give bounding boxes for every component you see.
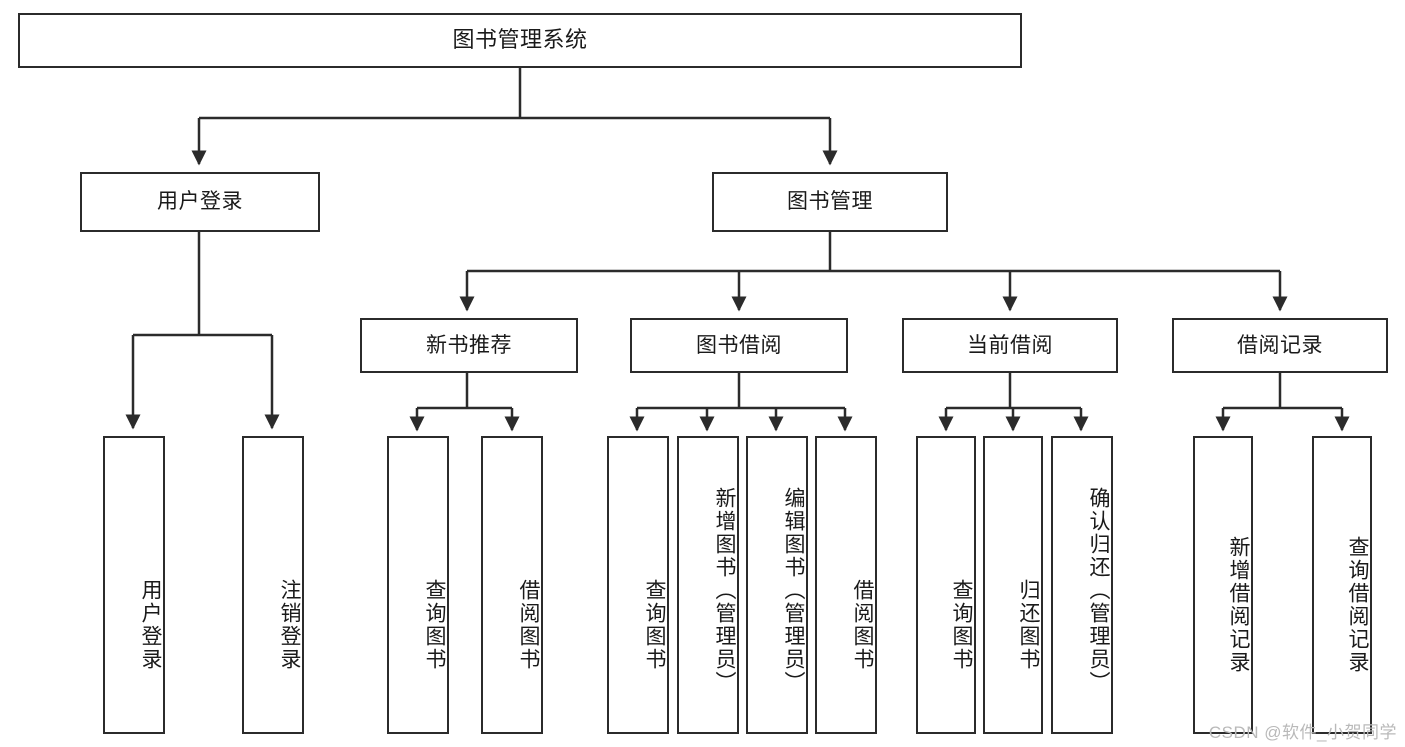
leaf-borrow-borrow-book[interactable]: 借阅图书 (815, 436, 877, 734)
node-root-label: 图书管理系统 (452, 27, 588, 53)
leaf-recommend-borrow-book-label: 借阅图书 (517, 579, 540, 671)
leaf-current-query-book[interactable]: 查询图书 (916, 436, 976, 734)
node-current-borrow[interactable]: 当前借阅 (902, 318, 1118, 373)
leaf-recommend-query-book-label: 查询图书 (423, 579, 446, 671)
node-current-borrow-label: 当前借阅 (967, 333, 1053, 357)
leaf-recommend-query-book[interactable]: 查询图书 (387, 436, 449, 734)
leaf-confirm-return-admin-label: 确认归还（管理员） (1087, 486, 1110, 694)
leaf-confirm-return-admin[interactable]: 确认归还（管理员） (1051, 436, 1113, 734)
leaf-query-borrow-record-label: 查询借阅记录 (1346, 536, 1369, 674)
node-book-management-label: 图书管理 (787, 190, 873, 214)
node-new-book-recommend-label: 新书推荐 (426, 333, 512, 357)
leaf-logout-label: 注销登录 (278, 579, 301, 671)
leaf-logout[interactable]: 注销登录 (242, 436, 304, 734)
node-book-borrow-label: 图书借阅 (696, 333, 782, 357)
leaf-return-book[interactable]: 归还图书 (983, 436, 1043, 734)
leaf-return-book-label: 归还图书 (1017, 579, 1040, 671)
leaf-recommend-borrow-book[interactable]: 借阅图书 (481, 436, 543, 734)
node-book-borrow[interactable]: 图书借阅 (630, 318, 848, 373)
node-borrow-record-label: 借阅记录 (1237, 333, 1323, 357)
node-user-login[interactable]: 用户登录 (80, 172, 320, 232)
leaf-add-book-admin-label: 新增图书（管理员） (713, 486, 736, 694)
leaf-query-borrow-record[interactable]: 查询借阅记录 (1312, 436, 1372, 734)
node-new-book-recommend[interactable]: 新书推荐 (360, 318, 578, 373)
leaf-edit-book-admin-label: 编辑图书（管理员） (782, 486, 805, 694)
node-user-login-label: 用户登录 (157, 190, 243, 214)
leaf-user-login-label: 用户登录 (139, 579, 162, 671)
node-borrow-record[interactable]: 借阅记录 (1172, 318, 1388, 373)
leaf-edit-book-admin[interactable]: 编辑图书（管理员） (746, 436, 808, 734)
node-root[interactable]: 图书管理系统 (18, 13, 1022, 68)
leaf-user-login[interactable]: 用户登录 (103, 436, 165, 734)
leaf-add-borrow-record-label: 新增借阅记录 (1227, 536, 1250, 674)
leaf-add-borrow-record[interactable]: 新增借阅记录 (1193, 436, 1253, 734)
watermark: CSDN @软件_小贺同学 (1208, 723, 1397, 742)
leaf-current-query-book-label: 查询图书 (950, 579, 973, 671)
leaf-borrow-borrow-book-label: 借阅图书 (851, 579, 874, 671)
leaf-borrow-query-book[interactable]: 查询图书 (607, 436, 669, 734)
leaf-borrow-query-book-label: 查询图书 (643, 579, 666, 671)
leaf-add-book-admin[interactable]: 新增图书（管理员） (677, 436, 739, 734)
node-book-management[interactable]: 图书管理 (712, 172, 948, 232)
